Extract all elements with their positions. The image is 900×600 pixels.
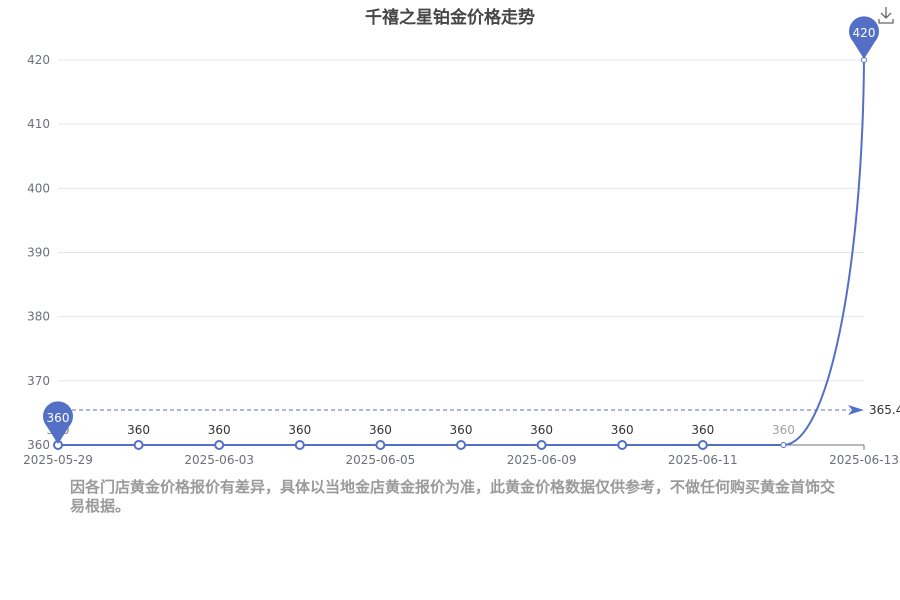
- data-label: 360: [288, 423, 311, 437]
- data-point: [375, 440, 386, 450]
- y-tick-label: 410: [27, 117, 50, 131]
- x-tick-label: 2025-06-11: [668, 453, 738, 467]
- x-tick-label: 2025-06-09: [507, 453, 577, 467]
- max-mark-point: 420: [849, 16, 879, 59]
- y-tick-label: 360: [27, 438, 50, 452]
- series-line: [58, 59, 865, 446]
- average-line-label: 365.45: [869, 403, 900, 417]
- data-label: 360: [772, 423, 795, 437]
- data-label: 360: [127, 423, 150, 437]
- data-point: [133, 440, 144, 450]
- x-tick-label: 2025-05-29: [23, 453, 93, 467]
- y-tick-label: 390: [27, 246, 50, 260]
- data-point: [780, 442, 787, 448]
- max-mark-point-shape: [849, 16, 879, 59]
- min-mark-point-label: 360: [47, 411, 70, 425]
- data-label: 360: [691, 423, 714, 437]
- min-mark-point-shape: [43, 401, 73, 444]
- chart-title: 千禧之星铂金价格走势: [365, 8, 535, 28]
- mark-points: 420 360: [43, 16, 879, 444]
- download-icon[interactable]: [876, 5, 896, 25]
- average-mark-line: 365.45: [58, 403, 900, 417]
- axes: 360 370 380 390 400 410 420 2025-05-29 2025-06-0…: [23, 53, 899, 467]
- data-point: [456, 440, 466, 450]
- data-points: [53, 57, 867, 450]
- max-mark-point-label: 420: [853, 26, 876, 40]
- data-point: [617, 440, 628, 450]
- y-tick-label: 420: [27, 53, 50, 67]
- data-label: 360: [208, 423, 231, 437]
- data-point: [536, 440, 547, 450]
- grid-lines: [58, 59, 864, 382]
- x-tick-label: 2025-06-05: [346, 453, 416, 467]
- disclaimer-text: 因各门店黄金价格报价有差异，具体以当地金店黄金报价为准，此黄金价格数据仅供参考，…: [70, 478, 836, 515]
- x-tick-label: 2025-06-03: [184, 453, 254, 467]
- series-line-path: [58, 59, 865, 446]
- data-label: 360: [611, 423, 634, 437]
- x-tick-label: 2025-06-13: [829, 453, 899, 467]
- data-label: 360: [450, 423, 473, 437]
- data-labels: 360360360360360360360360360360420: [47, 423, 795, 437]
- data-point: [697, 440, 708, 450]
- data-point: [214, 440, 225, 450]
- data-label: 360: [530, 423, 553, 437]
- data-label: 360: [369, 423, 392, 437]
- min-mark-point: 360: [43, 401, 73, 444]
- y-tick-label: 370: [27, 374, 50, 388]
- y-tick-label: 380: [27, 310, 50, 324]
- average-line-arrow: [848, 405, 864, 416]
- y-tick-label: 400: [27, 181, 50, 195]
- data-point: [294, 440, 305, 450]
